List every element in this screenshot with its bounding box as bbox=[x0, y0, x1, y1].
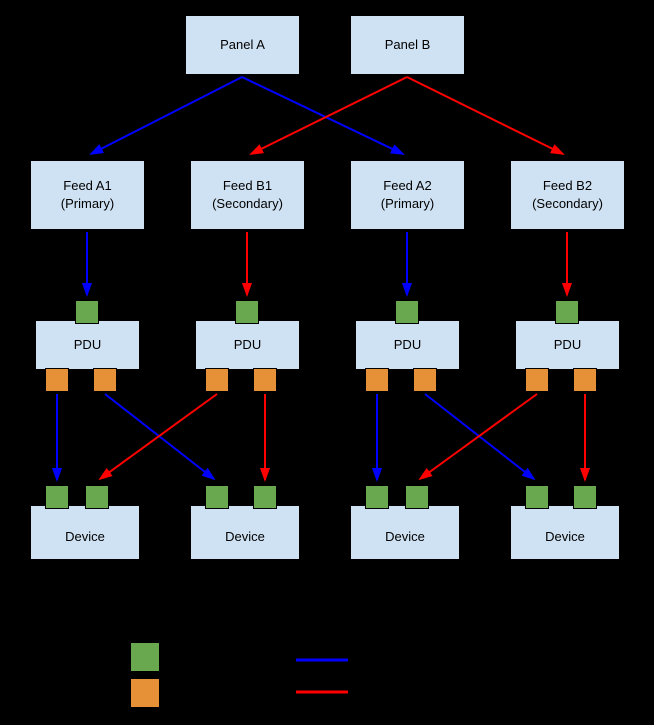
pdu3-output-port-right bbox=[413, 368, 437, 392]
feed-b2-label-line2: (Secondary) bbox=[532, 196, 603, 211]
pdu1-output-port-left bbox=[45, 368, 69, 392]
pdu2-output-port-right bbox=[253, 368, 277, 392]
device2-input-port-a bbox=[205, 485, 229, 509]
device4-input-port-a bbox=[525, 485, 549, 509]
feed-b1-label-line1: Feed B1 bbox=[222, 178, 273, 194]
panel-a-node: Panel A bbox=[185, 15, 300, 75]
panel-b-label: Panel B bbox=[384, 37, 431, 53]
arrow-panel-b-feed-b2 bbox=[406, 76, 565, 155]
device4-node: Device bbox=[510, 505, 620, 560]
pdu4-input-port bbox=[555, 300, 579, 324]
pdu2-label: PDU bbox=[233, 337, 262, 353]
feed-b2-label-line1: Feed B2 bbox=[542, 178, 593, 194]
pdu1-node: PDU bbox=[35, 320, 140, 370]
pdu3-node: PDU bbox=[355, 320, 460, 370]
pdu3-input-port bbox=[395, 300, 419, 324]
pdu1-input-port bbox=[75, 300, 99, 324]
pdu3-label: PDU bbox=[393, 337, 422, 353]
panel-b-node: Panel B bbox=[350, 15, 465, 75]
pdu4-label: PDU bbox=[553, 337, 582, 353]
arrow-panel-a-feed-a1 bbox=[89, 76, 243, 155]
feed-b1-node: Feed B1 (Secondary) bbox=[190, 160, 305, 230]
pdu3-output-port-left bbox=[365, 368, 389, 392]
device4-label: Device bbox=[545, 528, 585, 544]
feed-a1-label-line1: Feed A1 bbox=[63, 178, 112, 194]
device2-label: Device bbox=[225, 528, 265, 544]
feed-a2-node: Feed A2 (Primary) bbox=[350, 160, 465, 230]
device1-input-port-a bbox=[45, 485, 69, 509]
device1-label: Device bbox=[65, 528, 105, 544]
device1-input-port-b bbox=[85, 485, 109, 509]
feed-a2-label-line2: (Primary) bbox=[380, 196, 435, 211]
pdu2-output-port-left bbox=[205, 368, 229, 392]
feed-a2-label-line1: Feed A2 bbox=[383, 178, 432, 194]
device2-node: Device bbox=[190, 505, 300, 560]
device3-node: Device bbox=[350, 505, 460, 560]
arrow-pdu3-device4 bbox=[424, 393, 536, 481]
pdu4-output-port-left bbox=[525, 368, 549, 392]
feed-a1-label-line2: (Primary) bbox=[60, 196, 115, 211]
pdu1-label: PDU bbox=[73, 337, 102, 353]
legend-orange-swatch bbox=[130, 678, 160, 708]
arrow-pdu2-device1 bbox=[98, 393, 218, 481]
feed-b2-node: Feed B2 (Secondary) bbox=[510, 160, 625, 230]
arrow-pdu4-device3 bbox=[418, 393, 538, 481]
feed-b1-label-line2: (Secondary) bbox=[212, 196, 283, 211]
arrow-pdu1-device2 bbox=[104, 393, 216, 481]
device3-input-port-a bbox=[365, 485, 389, 509]
device1-node: Device bbox=[30, 505, 140, 560]
legend-green-swatch bbox=[130, 642, 160, 672]
device4-input-port-b bbox=[573, 485, 597, 509]
device2-input-port-b bbox=[253, 485, 277, 509]
arrow-panel-b-feed-b1 bbox=[249, 76, 408, 155]
pdu2-node: PDU bbox=[195, 320, 300, 370]
pdu4-node: PDU bbox=[515, 320, 620, 370]
pdu4-output-port-right bbox=[573, 368, 597, 392]
pdu1-output-port-right bbox=[93, 368, 117, 392]
device3-input-port-b bbox=[405, 485, 429, 509]
device3-label: Device bbox=[385, 528, 425, 544]
arrow-panel-a-feed-a2 bbox=[241, 76, 405, 155]
feed-a1-node: Feed A1 (Primary) bbox=[30, 160, 145, 230]
pdu2-input-port bbox=[235, 300, 259, 324]
panel-a-label: Panel A bbox=[220, 37, 265, 53]
